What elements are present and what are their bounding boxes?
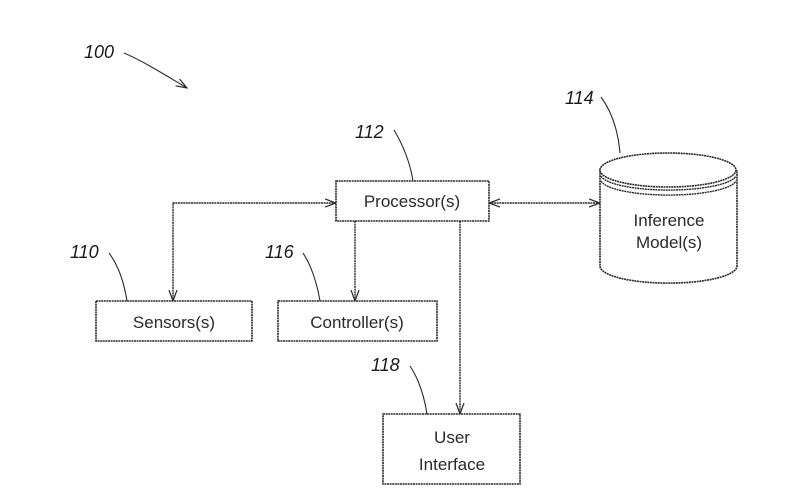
processor-label: Processor(s) xyxy=(364,192,460,211)
processor-box xyxy=(335,180,490,222)
sensors-box xyxy=(95,300,253,342)
processor-leader-line xyxy=(393,129,414,182)
controller-label: Controller(s) xyxy=(310,313,404,332)
controller-leader-line xyxy=(302,252,321,302)
edge-sensors-processor xyxy=(173,203,336,301)
controller-ref: 116 xyxy=(265,242,295,262)
processor-ref: 112 xyxy=(355,122,384,142)
user-interface-box xyxy=(382,413,521,485)
figure-ref-arrow xyxy=(123,52,187,88)
cylinder-top xyxy=(599,152,737,188)
inference-model-node: Inference Model(s) xyxy=(599,152,738,284)
cylinder-band-1 xyxy=(600,175,737,191)
ui-label-line1: User xyxy=(434,428,470,447)
sensors-label: Sensors(s) xyxy=(133,313,215,332)
sensors-leader-line xyxy=(108,252,128,302)
sensors-ref: 110 xyxy=(70,242,99,262)
controller-node: Controller(s) xyxy=(277,300,438,342)
figure-ref-100: 100 xyxy=(84,42,114,62)
inference-leader-line xyxy=(600,96,621,154)
user-interface-node: User Interface xyxy=(382,413,521,485)
controller-box xyxy=(277,300,438,342)
inference-label-line1: Inference xyxy=(634,211,705,230)
processor-node: Processor(s) xyxy=(335,180,490,222)
ui-label-line2: Interface xyxy=(419,455,485,474)
cylinder-body xyxy=(599,170,738,284)
inference-label-line2: Model(s) xyxy=(636,233,702,252)
ui-leader-line xyxy=(409,365,428,415)
cylinder-band-2 xyxy=(600,180,737,196)
inference-model-ref: 114 xyxy=(565,88,594,108)
sensors-node: Sensors(s) xyxy=(95,300,253,342)
user-interface-ref: 118 xyxy=(371,355,400,375)
